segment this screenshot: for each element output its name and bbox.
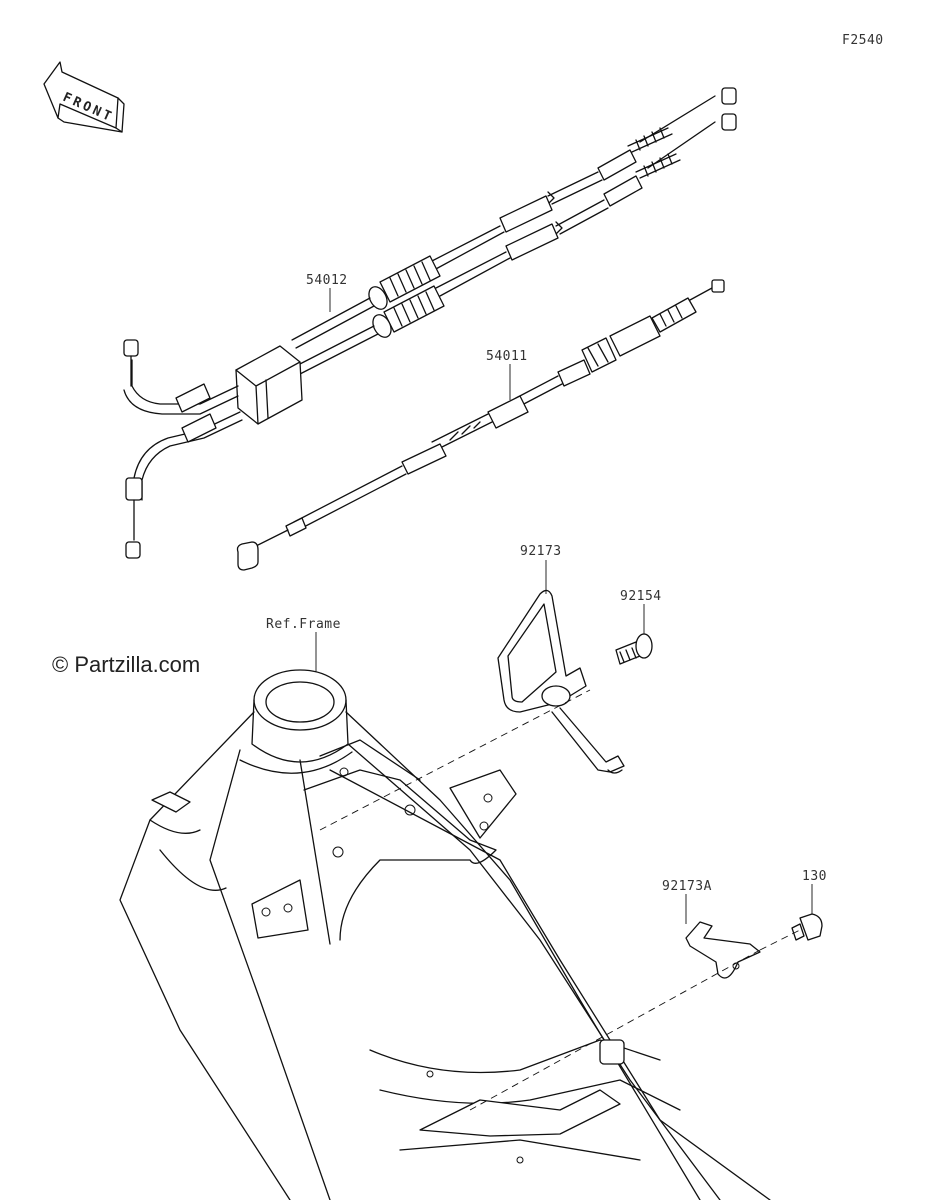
bolt-130 <box>791 913 823 941</box>
reference-line-92173 <box>319 689 591 831</box>
label-92173: 92173 <box>520 544 562 559</box>
reference-line-130 <box>759 929 801 951</box>
motorcycle-frame <box>119 669 771 1200</box>
copyright-text: © Partzilla.com <box>52 652 201 677</box>
label-54012: 54012 <box>306 273 348 288</box>
throttle-cable-assembly <box>123 87 737 559</box>
label-130: 130 <box>802 869 827 884</box>
diagram-code: F2540 <box>842 33 884 48</box>
label-54011: 54011 <box>486 349 528 364</box>
front-arrow-icon: FRONT <box>43 61 125 133</box>
label-92173a: 92173A <box>662 879 712 894</box>
bracket-92173a <box>685 921 761 979</box>
reference-line-92173a <box>469 949 761 1111</box>
bolt-92154 <box>615 633 653 665</box>
bracket-92173 <box>497 589 625 774</box>
label-ref-frame: Ref.Frame <box>266 617 341 632</box>
clutch-cable-assembly <box>236 279 725 571</box>
label-92154: 92154 <box>620 589 662 604</box>
